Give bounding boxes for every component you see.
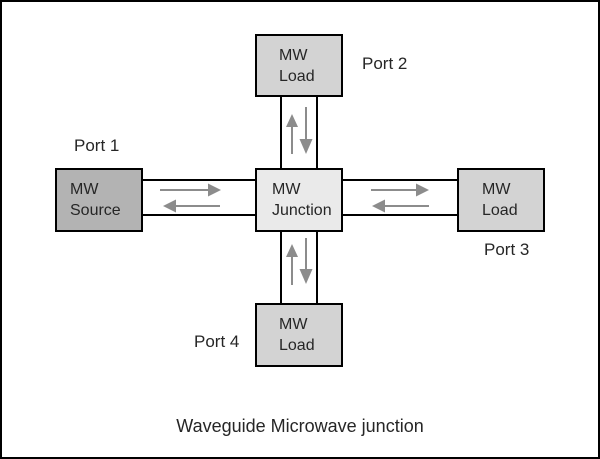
mw-load-top-box: MW Load: [255, 34, 343, 97]
mw-source-label-line1: MW: [70, 181, 99, 198]
waveguide-port3-channel: [340, 179, 460, 216]
mw-source-box: MW Source: [55, 168, 143, 232]
mw-load-bottom-label-line1: MW: [279, 316, 308, 333]
port2-label: Port 2: [362, 54, 408, 73]
mw-junction-label-line1: MW: [272, 181, 301, 198]
mw-load-top-label-line1: MW: [279, 46, 308, 64]
mw-junction-label-line2: Junction: [272, 202, 332, 219]
mw-load-bottom-label-line2: Load: [279, 337, 315, 354]
waveguide-port2-channel: [280, 94, 318, 172]
mw-load-bottom-box: MW Load: [255, 303, 343, 367]
port1-label: Port 1: [74, 136, 120, 155]
port3-label: Port 3: [484, 240, 530, 259]
waveguide-port1-channel: [139, 179, 259, 216]
port4-label: Port 4: [194, 332, 240, 351]
diagram-caption: Waveguide Microwave junction: [176, 416, 424, 436]
waveguide-port4-channel: [280, 229, 318, 306]
mw-source-label-line2: Source: [70, 202, 121, 219]
mw-load-right-label-line1: MW: [482, 181, 511, 198]
mw-load-top-label-line2: Load: [279, 67, 315, 85]
mw-load-right-label-line2: Load: [482, 202, 518, 219]
mw-junction-box: MW Junction: [255, 168, 343, 232]
mw-load-right-box: MW Load: [457, 168, 545, 232]
